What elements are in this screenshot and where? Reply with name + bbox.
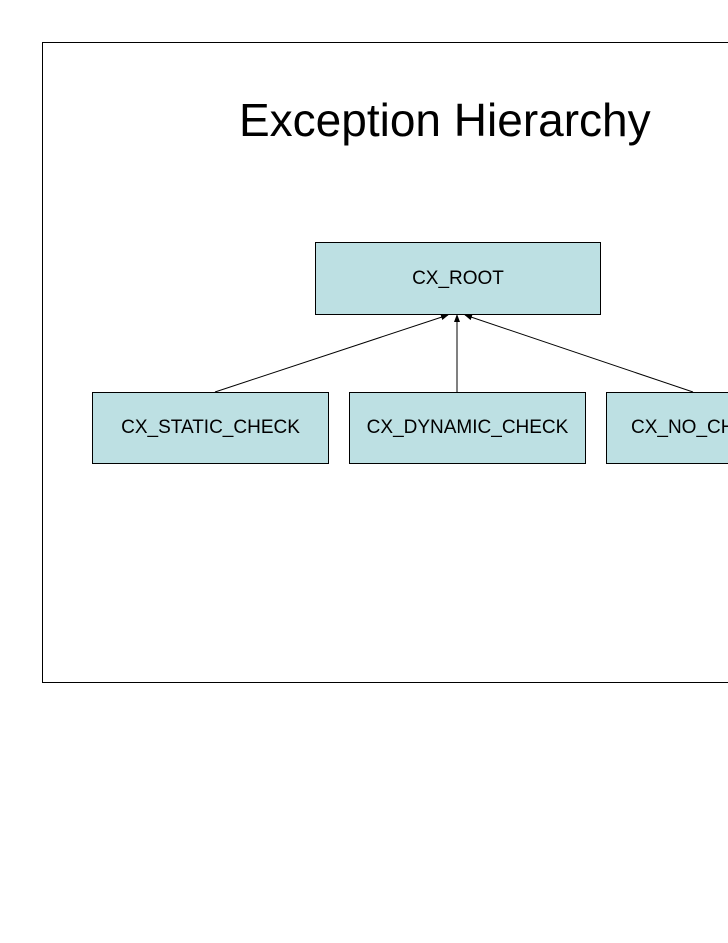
- connector-layer: [214, 314, 694, 393]
- node-label: CX_STATIC_CHECK: [121, 417, 300, 438]
- slide-frame: Exception Hierarchy CX_ROOT CX_STATIC_CH…: [42, 42, 728, 683]
- node-cx-no-check: CX_NO_CHECK: [606, 392, 728, 464]
- node-cx-dynamic-check: CX_DYNAMIC_CHECK: [349, 392, 586, 464]
- connector-nocheck-to-root: [464, 314, 694, 393]
- node-label: CX_DYNAMIC_CHECK: [366, 417, 569, 438]
- node-label: CX_NO_CHECK: [631, 417, 728, 438]
- connector-static-to-root: [214, 314, 449, 393]
- slide-title: Exception Hierarchy: [239, 94, 651, 146]
- node-label: CX_ROOT: [412, 267, 504, 289]
- node-cx-static-check: CX_STATIC_CHECK: [92, 392, 329, 464]
- node-cx-root: CX_ROOT: [315, 242, 601, 315]
